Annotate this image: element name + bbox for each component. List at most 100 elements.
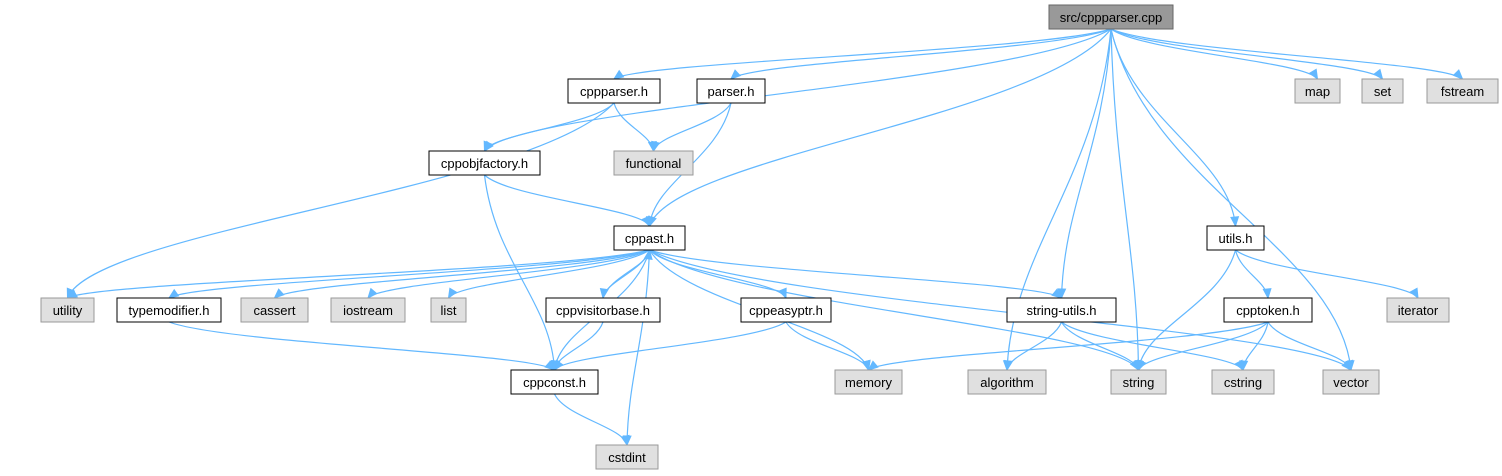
edge-cppobjfactory-h-to-cppast-h-arrowhead bbox=[641, 215, 651, 228]
node-typemodifier-h[interactable]: typemodifier.h bbox=[116, 297, 222, 323]
edge-cpptoken-h-to-string bbox=[1137, 321, 1269, 371]
node-box bbox=[740, 297, 832, 323]
node-cppobjfactory-h[interactable]: cppobjfactory.h bbox=[428, 150, 541, 176]
node-label: cstdint bbox=[608, 450, 646, 465]
node-cassert[interactable]: cassert bbox=[240, 297, 309, 323]
edge-typemodifier-h-to-cppconst-h bbox=[168, 321, 555, 371]
node-box bbox=[240, 297, 309, 323]
node-iostream[interactable]: iostream bbox=[330, 297, 406, 323]
node-label: map bbox=[1305, 84, 1330, 99]
node-cppparser-cpp[interactable]: src/cppparser.cpp bbox=[1048, 4, 1174, 30]
node-box bbox=[567, 78, 661, 104]
node-set[interactable]: set bbox=[1361, 78, 1404, 104]
edge-cppast-h-to-cppeasyptr-h bbox=[649, 249, 787, 299]
node-cstring[interactable]: cstring bbox=[1211, 369, 1275, 395]
edge-cpptoken-h-to-memory bbox=[868, 321, 1269, 371]
node-box bbox=[116, 297, 222, 323]
edge-cppparser-cpp-to-map bbox=[1110, 28, 1319, 80]
node-utils-h[interactable]: utils.h bbox=[1206, 225, 1265, 251]
node-box bbox=[834, 369, 903, 395]
edge-cppast-h-to-string bbox=[649, 249, 1140, 371]
edge-cppast-h-to-cassert bbox=[274, 249, 650, 299]
node-label: cppparser.h bbox=[580, 84, 648, 99]
node-label: cassert bbox=[254, 303, 296, 318]
edge-cppobjfactory-h-to-cppconst-h bbox=[483, 174, 556, 371]
node-map[interactable]: map bbox=[1294, 78, 1341, 104]
node-functional[interactable]: functional bbox=[613, 150, 694, 176]
node-label: list bbox=[441, 303, 457, 318]
node-box bbox=[545, 297, 661, 323]
node-utility[interactable]: utility bbox=[40, 297, 95, 323]
node-cppparser-h[interactable]: cppparser.h bbox=[567, 78, 661, 104]
node-box bbox=[430, 297, 467, 323]
node-iterator[interactable]: iterator bbox=[1386, 297, 1450, 323]
node-label: string-utils.h bbox=[1026, 303, 1096, 318]
node-list[interactable]: list bbox=[430, 297, 467, 323]
edge-cppparser-cpp-to-parser-h bbox=[730, 28, 1112, 80]
edge-cppeasyptr-h-to-cppconst-h-arrowhead bbox=[553, 359, 564, 372]
edge-cppast-h-to-cstdint bbox=[626, 249, 651, 446]
node-fstream[interactable]: fstream bbox=[1426, 78, 1499, 104]
node-label: fstream bbox=[1441, 84, 1484, 99]
edge-cppast-h-to-cassert-arrowhead bbox=[273, 288, 285, 299]
node-label: cppvisitorbase.h bbox=[556, 303, 650, 318]
node-string-utils-h[interactable]: string-utils.h bbox=[1006, 297, 1117, 323]
node-cstdint[interactable]: cstdint bbox=[595, 444, 659, 470]
node-box bbox=[1294, 78, 1341, 104]
node-label: typemodifier.h bbox=[129, 303, 210, 318]
node-cppvisitorbase-h[interactable]: cppvisitorbase.h bbox=[545, 297, 661, 323]
node-cpptoken-h[interactable]: cpptoken.h bbox=[1223, 297, 1313, 323]
edge-cppparser-cpp-to-algorithm bbox=[1006, 28, 1112, 371]
node-box bbox=[1223, 297, 1313, 323]
edge-cppparser-cpp-to-cppast-h bbox=[648, 28, 1112, 227]
node-label: cppobjfactory.h bbox=[441, 156, 528, 171]
edge-utils-h-to-iterator bbox=[1235, 249, 1419, 299]
node-label: vector bbox=[1333, 375, 1369, 390]
edge-cppeasyptr-h-to-memory-arrowhead bbox=[861, 359, 871, 372]
node-box bbox=[1386, 297, 1450, 323]
node-cppconst-h[interactable]: cppconst.h bbox=[510, 369, 599, 395]
edge-utils-h-to-cpptoken-h-arrowhead bbox=[1262, 288, 1272, 300]
nodes: src/cppparser.cpp cppparser.h parser.h cppo… bbox=[40, 4, 1499, 470]
edge-cpptoken-h-to-string-arrowhead bbox=[1137, 359, 1147, 372]
edge-utils-h-to-iterator-arrowhead bbox=[1409, 287, 1419, 300]
node-label: set bbox=[1374, 84, 1392, 99]
node-box bbox=[613, 225, 686, 251]
node-box bbox=[1361, 78, 1404, 104]
edge-cppparser-cpp-to-fstream-arrowhead bbox=[1452, 69, 1464, 80]
node-label: utils.h bbox=[1219, 231, 1253, 246]
node-label: cppeasyptr.h bbox=[749, 303, 823, 318]
edge-string-utils-h-to-algorithm bbox=[1006, 321, 1063, 371]
node-box bbox=[595, 444, 659, 470]
edge-cppast-h-to-typemodifier-h bbox=[168, 249, 650, 299]
edge-cpptoken-h-to-memory-arrowhead bbox=[867, 360, 879, 371]
edge-cppparser-cpp-to-set-arrowhead bbox=[1373, 68, 1384, 81]
edge-parser-h-to-functional bbox=[652, 102, 732, 152]
edge-cppconst-h-to-cstdint-arrowhead bbox=[620, 434, 630, 447]
edge-cppparser-h-to-cppobjfactory-h-arrowhead bbox=[483, 140, 493, 153]
node-box bbox=[1048, 4, 1174, 30]
node-algorithm[interactable]: algorithm bbox=[967, 369, 1047, 395]
edge-cppparser-cpp-to-string-utils-h-arrowhead bbox=[1057, 288, 1067, 300]
node-parser-h[interactable]: parser.h bbox=[696, 78, 766, 104]
edge-cppparser-cpp-to-string-utils-h bbox=[1060, 28, 1112, 299]
edge-cpptoken-h-to-cstring-arrowhead bbox=[1239, 360, 1249, 372]
node-cppeasyptr-h[interactable]: cppeasyptr.h bbox=[740, 297, 832, 323]
edge-cppparser-cpp-to-utils-h bbox=[1110, 28, 1237, 227]
edge-cppvisitorbase-h-to-cppast-h-arrowhead bbox=[643, 248, 653, 261]
node-box bbox=[330, 297, 406, 323]
edge-utils-h-to-cpptoken-h bbox=[1234, 249, 1269, 299]
node-vector[interactable]: vector bbox=[1322, 369, 1380, 395]
node-label: cstring bbox=[1224, 375, 1262, 390]
edge-cppast-h-to-iostream bbox=[367, 249, 650, 299]
node-box bbox=[696, 78, 766, 104]
edge-cppast-h-to-list-arrowhead bbox=[447, 287, 458, 300]
node-memory[interactable]: memory bbox=[834, 369, 903, 395]
node-string[interactable]: string bbox=[1110, 369, 1167, 395]
node-box bbox=[1322, 369, 1380, 395]
edge-cppparser-cpp-to-cppparser-h-arrowhead bbox=[612, 69, 625, 80]
node-cppast-h[interactable]: cppast.h bbox=[613, 225, 686, 251]
edge-cppparser-h-to-utility bbox=[66, 102, 615, 299]
edge-typemodifier-h-to-cppconst-h-arrowhead bbox=[544, 360, 556, 371]
node-label: parser.h bbox=[708, 84, 755, 99]
